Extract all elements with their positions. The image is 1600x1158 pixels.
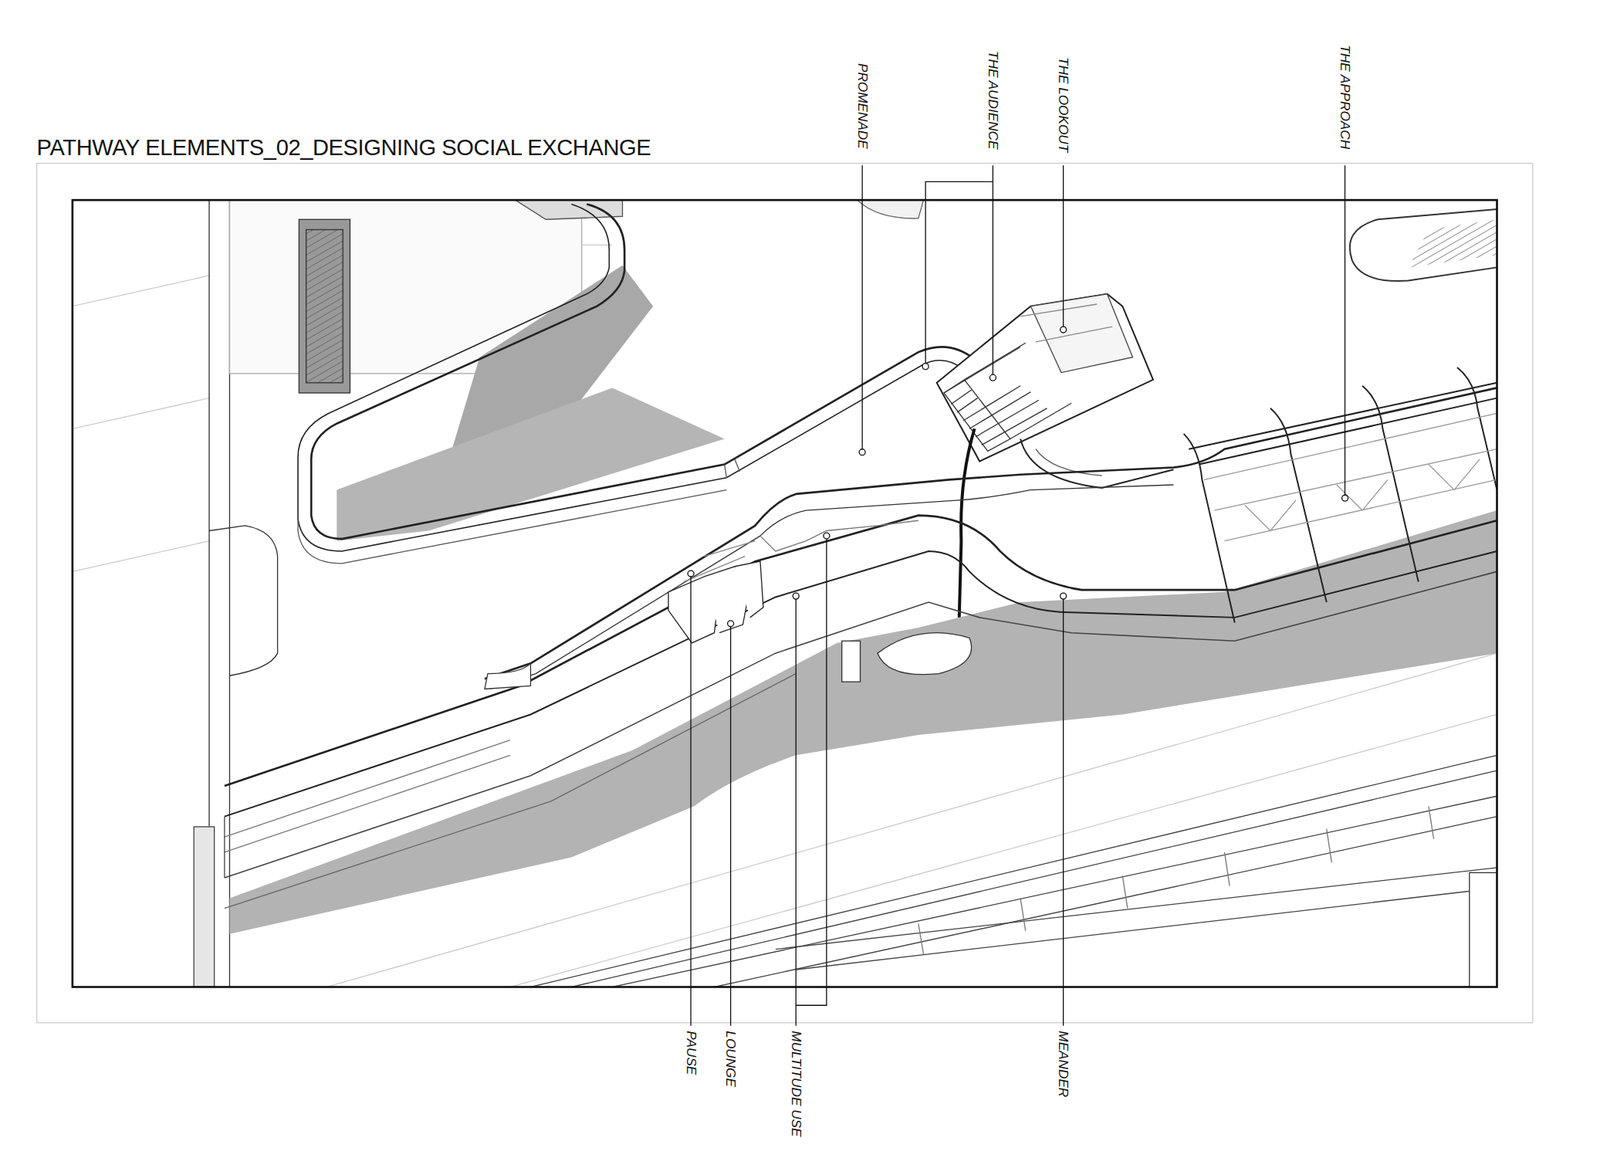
- callout-label: THE LOOKOUT: [1057, 57, 1071, 153]
- callout-label: LOUNGE: [724, 1030, 738, 1087]
- diagram-title: PATHWAY ELEMENTS_02_DESIGNING SOCIAL EXC…: [37, 136, 652, 159]
- callout-label: PROMENADE: [855, 63, 870, 149]
- callout-label: THE APPROACH: [1339, 44, 1353, 149]
- callout-label: PAUSE: [684, 1030, 698, 1075]
- callout-label: MEANDER: [1057, 1030, 1071, 1097]
- callout-label: MULTITUDE USE: [789, 1030, 803, 1137]
- callout-label: THE AUDIENCE: [986, 50, 1000, 149]
